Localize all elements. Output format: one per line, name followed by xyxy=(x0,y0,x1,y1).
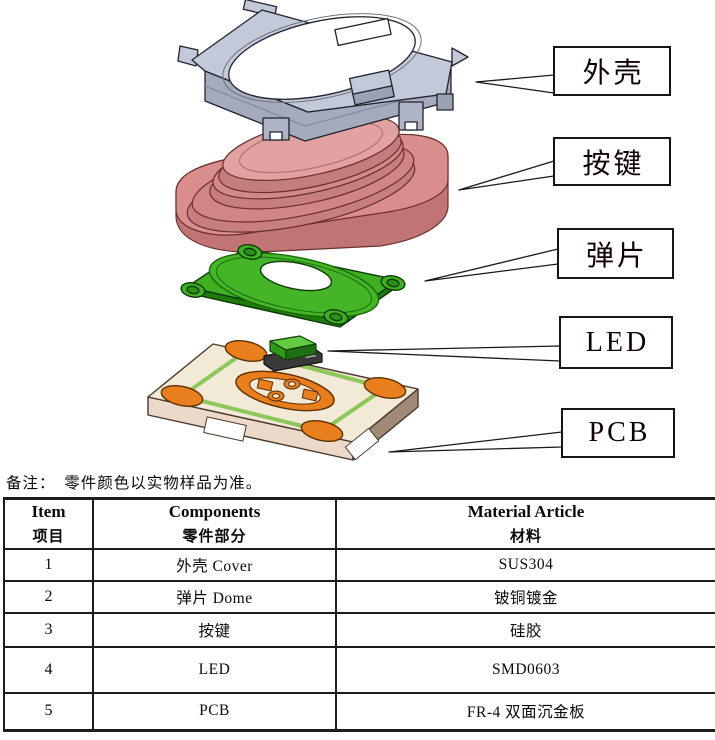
callout-led: LED xyxy=(559,316,673,369)
exploded-view-diagram xyxy=(147,0,563,461)
cell-item: 1 xyxy=(3,547,94,582)
callout-dome: 弹片 xyxy=(557,228,674,279)
cell-material: 铍铜镀金 xyxy=(335,579,715,614)
callout-leader-dome xyxy=(424,248,559,282)
pcb-part xyxy=(147,340,419,461)
callout-leader-button xyxy=(458,160,555,191)
table-row: 5 PCB FR-4 双面沉金板 xyxy=(3,691,715,732)
cell-material: 硅胶 xyxy=(335,611,715,648)
header-material: Material Article 材料 xyxy=(335,497,715,550)
callout-shell-label: 外壳 xyxy=(582,58,645,89)
cell-item: 5 xyxy=(3,691,94,732)
table-row: 2 弹片 Dome 铍铜镀金 xyxy=(3,579,715,614)
cell-component: LED xyxy=(92,645,337,694)
cell-material: SUS304 xyxy=(335,547,715,582)
cell-item: 4 xyxy=(3,645,94,694)
cell-material: SMD0603 xyxy=(335,645,715,694)
cell-item: 2 xyxy=(3,579,94,614)
parts-table-wrap: Item 项目 Components 零件部分 Material Article 材料… xyxy=(3,497,715,732)
shell-cover-part xyxy=(177,0,469,142)
parts-table: Item 项目 Components 零件部分 Material Article 材料… xyxy=(3,497,715,732)
cell-component: 按键 xyxy=(92,611,337,648)
header-item: Item 项目 xyxy=(3,497,94,550)
header-components-zh: 零件部分 xyxy=(182,528,247,545)
header-item-en: Item xyxy=(31,501,66,521)
dome-plate-part xyxy=(180,244,406,328)
callout-shell: 外壳 xyxy=(553,46,671,96)
callout-button-label: 按键 xyxy=(582,148,645,180)
callout-dome-label: 弹片 xyxy=(585,240,648,272)
cell-component: 外壳 Cover xyxy=(92,547,337,582)
cell-item: 3 xyxy=(3,611,94,648)
pcb-traces xyxy=(180,349,387,433)
callout-pcb-label: PCB xyxy=(588,417,651,448)
header-material-en: Material Article xyxy=(467,501,585,521)
cell-component: 弹片 Dome xyxy=(92,579,337,614)
callout-leader-pcb xyxy=(388,431,563,453)
push-button-part xyxy=(175,115,449,253)
cell-component: PCB xyxy=(92,691,337,732)
header-item-zh: 项目 xyxy=(32,528,65,545)
table-row: 1 外壳 Cover SUS304 xyxy=(3,547,715,582)
callout-leader-shell xyxy=(475,74,555,94)
header-material-zh: 材料 xyxy=(509,528,542,545)
table-header-row: Item 项目 Components 零件部分 Material Article 材料 xyxy=(3,497,715,550)
table-row: 4 LED SMD0603 xyxy=(3,645,715,694)
callout-pcb: PCB xyxy=(561,408,675,458)
callout-button: 按键 xyxy=(553,137,671,186)
cell-material: FR-4 双面沉金板 xyxy=(335,691,715,732)
header-components-en: Components xyxy=(168,501,261,521)
led-part xyxy=(263,335,323,372)
header-components: Components 零件部分 xyxy=(92,497,337,550)
callout-led-label: LED xyxy=(585,326,650,358)
remark-note: 备注： 零件颜色以实物样品为准。 xyxy=(6,475,263,492)
callout-leader-led xyxy=(327,345,561,362)
table-row: 3 按键 硅胶 xyxy=(3,611,715,648)
